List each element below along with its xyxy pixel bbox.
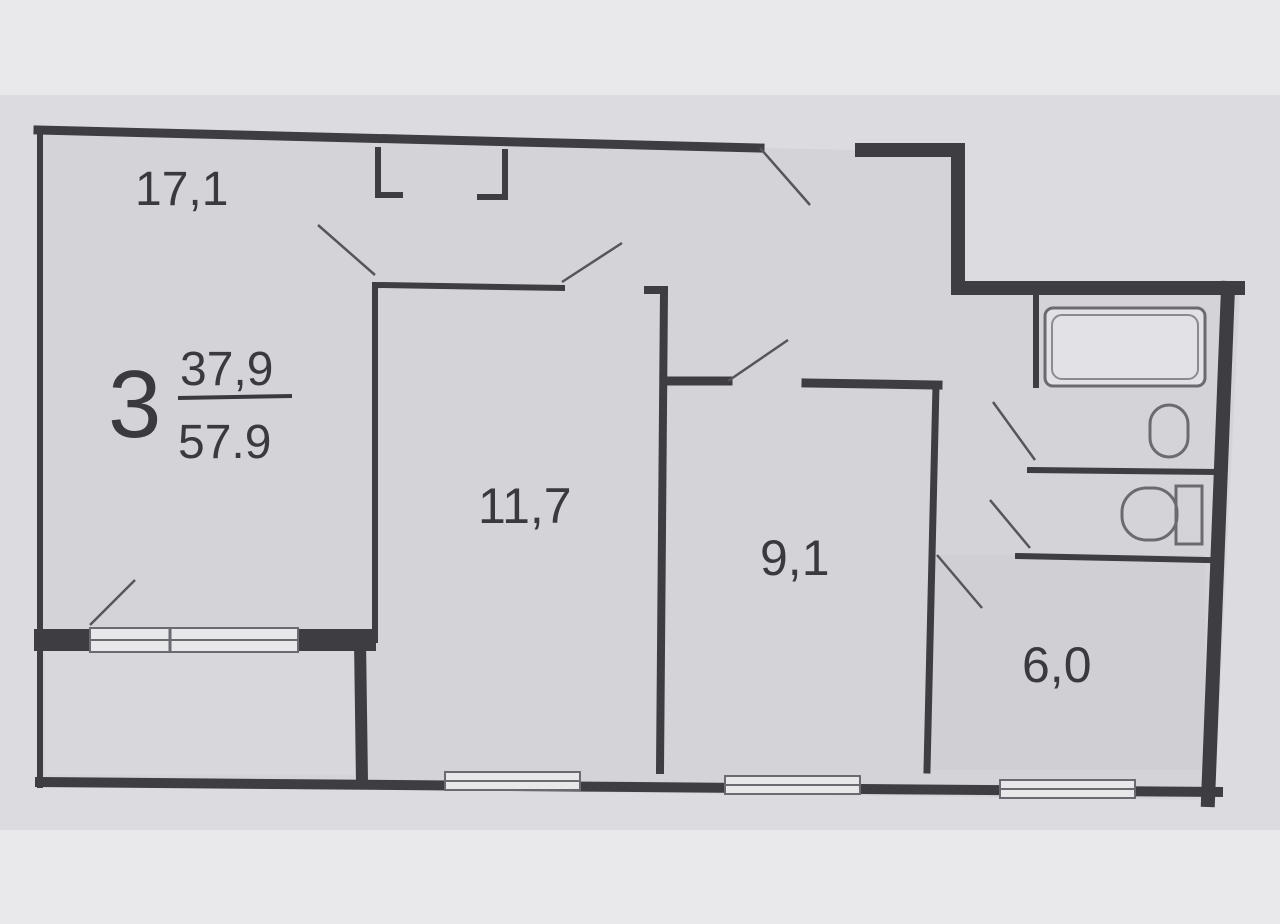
wall-bedroom-divider	[644, 286, 669, 775]
door-balcony	[89, 579, 136, 626]
balcony-window	[89, 627, 299, 653]
wall-top-right	[855, 143, 1245, 295]
window-kitchen	[999, 779, 1136, 799]
fraction-bar	[177, 394, 293, 400]
closet-right	[477, 149, 508, 200]
sink-icon	[1148, 403, 1190, 459]
wall-bedroom1-top	[374, 281, 566, 292]
living-area: 37,9	[180, 343, 273, 396]
door-kitchen	[936, 554, 983, 609]
rooms-count: 3	[108, 351, 161, 458]
door-bedroom1	[561, 241, 623, 284]
wall-bath-bottom	[1026, 466, 1219, 476]
wall-right	[1200, 280, 1236, 808]
window-bedroom2	[724, 775, 861, 795]
door-living	[317, 224, 376, 276]
door-bathroom	[991, 401, 1037, 461]
door-swings	[89, 147, 1037, 626]
total-area: 57.9	[178, 416, 271, 469]
wall-kitchen-left	[923, 381, 940, 774]
window-bedroom1	[444, 771, 581, 791]
kitchen-floor	[930, 555, 1205, 770]
closet-left	[375, 147, 403, 198]
bedroom1-area: 11,7	[478, 478, 572, 534]
wall-toilet-bottom	[1014, 552, 1212, 564]
wall-top-left	[33, 125, 765, 153]
door-bedroom2	[727, 338, 789, 383]
bedroom2-area: 9,1	[760, 530, 830, 586]
living-room-area: 17,1	[135, 163, 228, 216]
balcony	[45, 650, 355, 775]
door-toilet	[989, 499, 1031, 549]
door-entrance	[759, 147, 811, 206]
wall-bedroom2-top-right	[801, 378, 943, 390]
toilet-icon	[1120, 484, 1204, 546]
wall-balcony-right	[353, 633, 369, 789]
bathtub-icon	[1043, 306, 1207, 388]
kitchen-area: 6,0	[1022, 637, 1092, 693]
